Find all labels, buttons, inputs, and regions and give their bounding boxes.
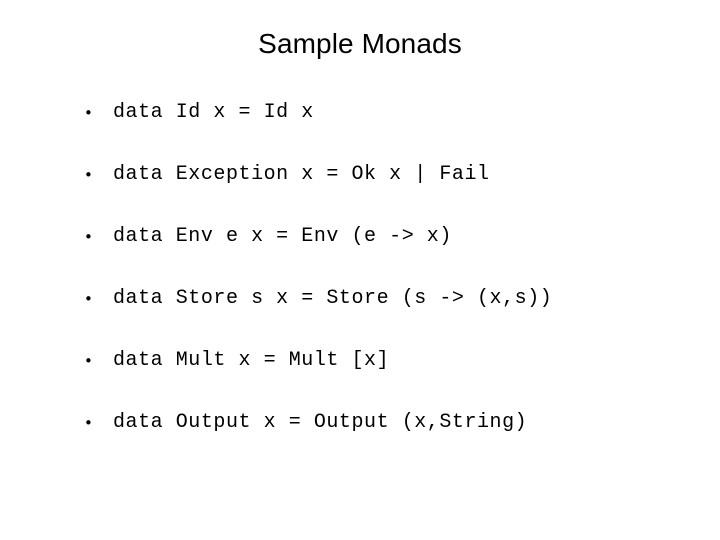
code-line: data Env e x = Env (e -> x)	[113, 225, 452, 248]
bullet-point-icon: •	[84, 352, 93, 370]
code-line: data Exception x = Ok x | Fail	[113, 163, 490, 186]
list-item: • data Env e x = Env (e -> x)	[0, 220, 720, 282]
bullet-point-icon: •	[84, 104, 93, 122]
bullet-point-icon: •	[84, 290, 93, 308]
code-line: data Output x = Output (x,String)	[113, 411, 528, 434]
list-item: • data Exception x = Ok x | Fail	[0, 158, 720, 220]
code-line: data Store s x = Store (s -> (x,s))	[113, 287, 553, 310]
bullet-point-icon: •	[84, 228, 93, 246]
list-item: • data Store s x = Store (s -> (x,s))	[0, 282, 720, 344]
bullet-point-icon: •	[84, 166, 93, 184]
page-title: Sample Monads	[258, 28, 462, 59]
code-line: data Id x = Id x	[113, 101, 314, 124]
list-item: • data Output x = Output (x,String)	[0, 406, 720, 468]
code-line: data Mult x = Mult [x]	[113, 349, 390, 372]
list-item: • data Mult x = Mult [x]	[0, 344, 720, 406]
bullet-point-icon: •	[84, 414, 93, 432]
bullet-list: • data Id x = Id x • data Exception x = …	[0, 96, 720, 468]
list-item: • data Id x = Id x	[0, 96, 720, 158]
